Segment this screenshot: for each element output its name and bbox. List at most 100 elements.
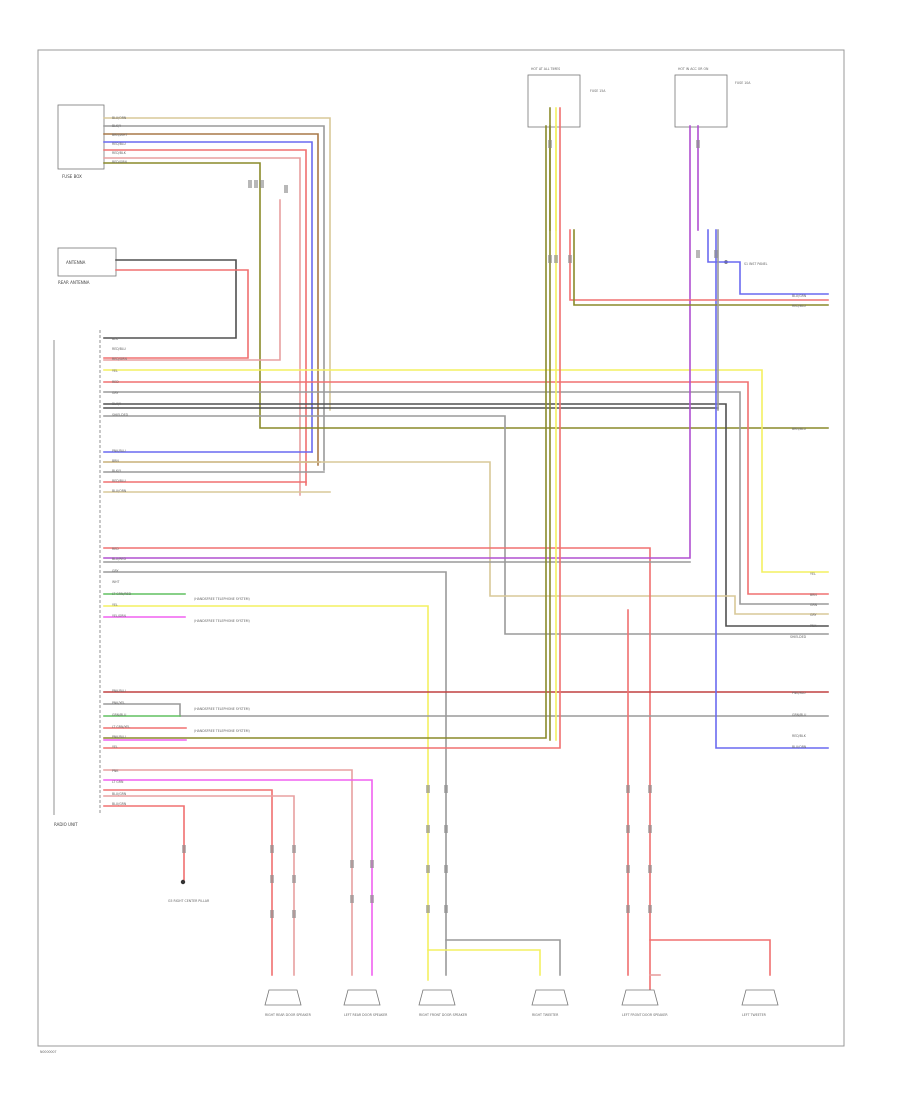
- page-code: N0000007: [40, 1050, 57, 1054]
- wire-dark_gray: [103, 403, 829, 627]
- speaker-r_tweeter: RIGHT TWEETER: [531, 989, 569, 1017]
- wire-gray: [445, 939, 561, 976]
- wire-olive: [103, 162, 829, 429]
- note-text: (HANDSFREE TELEPHONE SYSTEM): [194, 729, 250, 733]
- fuse-box: FUSE BOX: [57, 104, 105, 179]
- diagram-frame: [37, 49, 845, 1047]
- ground-g5: G5 RIGHT CENTER PILLAR: [168, 879, 210, 903]
- wire-red: [103, 805, 185, 881]
- wire-red: [649, 939, 771, 976]
- connector-pin: [426, 825, 430, 833]
- connector-pin: [292, 845, 296, 853]
- connector-pin: [444, 825, 448, 833]
- speaker-rr_door: RIGHT REAR DOOR SPEAKER: [264, 989, 312, 1017]
- connector-pin: [696, 250, 700, 258]
- wire-label: BLK: [112, 337, 119, 341]
- note-text: (HANDSFREE TELEPHONE SYSTEM): [194, 707, 250, 711]
- fuse-box-label: FUSE BOX: [62, 174, 82, 179]
- wire-label: YEL: [112, 369, 118, 373]
- connector-pin: [270, 845, 274, 853]
- wire-labels-speaker: PNK LT GRN BLU/GRN BLU/GRN: [112, 769, 127, 806]
- wire-yellow: [427, 949, 541, 976]
- wire-blue: [103, 141, 313, 453]
- connector-pin: [260, 180, 264, 188]
- wire-label: GRN/BLU: [792, 713, 807, 717]
- wire-dark_gray: [103, 259, 237, 339]
- wire-label: RED/BLU: [112, 347, 127, 351]
- wire-label: BRN: [112, 459, 119, 463]
- wire-labels-low: RED BLU/RED GRY WHT LT GRN/RED YEL YEL/G…: [112, 547, 132, 618]
- connector-pin: [426, 905, 430, 913]
- wire-gray: [103, 415, 829, 635]
- connector-pin: [292, 875, 296, 883]
- speaker-icon: [621, 989, 659, 1006]
- wire-tan: [103, 461, 829, 615]
- wire-red: [103, 789, 273, 976]
- connector-pin: [444, 785, 448, 793]
- wire-label: PNK/BLU: [112, 689, 126, 693]
- wire-label: PNK: [112, 769, 119, 773]
- wire-label: RED/GRN: [112, 160, 127, 164]
- wire-label: RED: [112, 547, 119, 551]
- wire-labels-mid: BLK RED/BLU RED/GRN YEL RED GRY BLK/Y SH…: [112, 337, 129, 417]
- connector-pin: [626, 785, 630, 793]
- connector-pin: [648, 905, 652, 913]
- wire-label: RED/BLU: [112, 142, 127, 146]
- connector-pin: [626, 865, 630, 873]
- ground-label: G5 RIGHT CENTER PILLAR: [168, 899, 210, 903]
- handsfree-notes: (HANDSFREE TELEPHONE SYSTEM) (HANDSFREE …: [194, 597, 250, 733]
- wire-label: BLU/ORN: [112, 116, 127, 120]
- connector-pin: [426, 865, 430, 873]
- wire-label: GRN/BLU: [112, 713, 127, 717]
- wire-label: BLU/GRN: [112, 802, 127, 806]
- connector-pin: [254, 180, 258, 188]
- wire-blue: [715, 229, 829, 749]
- hot-at-all-times-source: HOT AT ALL TIMES FUSE 15A: [527, 67, 606, 128]
- wire-label: PNK/BLU: [792, 691, 806, 695]
- wire-label: BLK/Y: [112, 469, 121, 473]
- speaker-icon: [741, 989, 779, 1006]
- wire-label: LT GRN: [112, 780, 124, 784]
- wire-label: PNK/YEL: [112, 701, 125, 705]
- wire-label: RED: [112, 380, 119, 384]
- connector-pin: [626, 905, 630, 913]
- connector-pin: [350, 895, 354, 903]
- wire-label: YEL: [810, 572, 816, 576]
- wire-labels-top: BLU/ORN BLK/Y BRN/WHT RED/BLU RED/BLK RE…: [112, 116, 127, 164]
- antenna-module: ANTENNA REAR ANTENNA: [57, 247, 117, 285]
- wire-red: [103, 547, 651, 1001]
- hot-left-title: HOT AT ALL TIMES: [531, 67, 560, 71]
- wire-magenta: [103, 779, 373, 976]
- wire-gray: [103, 571, 447, 976]
- wire-gray: [103, 703, 829, 717]
- wire-label: LT GRN/RED: [112, 592, 132, 596]
- wire-red: [103, 269, 249, 359]
- hot-in-acc-source: HOT IN ACC OR ON FUSE 10A: [674, 67, 751, 128]
- wire-olive: [103, 125, 547, 739]
- note-text: (HANDSFREE TELEPHONE SYSTEM): [194, 619, 250, 623]
- connector-pin: [548, 140, 552, 148]
- connector-pin: [182, 845, 186, 853]
- wire-label: BLU/GRN: [792, 294, 807, 298]
- speaker-icon: [418, 989, 456, 1006]
- wire-label: BLU/GRN: [112, 792, 127, 796]
- wire-label: BRN/BLU: [792, 427, 807, 431]
- radio-unit-label: RADIO UNIT: [54, 822, 78, 827]
- wire-brown: [103, 133, 319, 466]
- speaker-icon: [343, 989, 381, 1006]
- wire-yellow: [103, 369, 829, 573]
- wire-red: [103, 149, 307, 486]
- wire-label: SHIELDED: [112, 413, 129, 417]
- wire-harness: [103, 107, 829, 1001]
- wire-red: [103, 107, 561, 749]
- wire-label: PNK/BLU: [112, 735, 126, 739]
- wire-label: PNK/BLU: [112, 449, 126, 453]
- connector-pin: [370, 860, 374, 868]
- note-text: (HANDSFREE TELEPHONE SYSTEM): [194, 597, 250, 601]
- connector-pin: [350, 860, 354, 868]
- wire-label: WHT: [112, 580, 120, 584]
- wire-label: BLU/ORN: [112, 489, 127, 493]
- wire-label: LT GRN/YEL: [112, 725, 130, 729]
- connector-pin: [444, 865, 448, 873]
